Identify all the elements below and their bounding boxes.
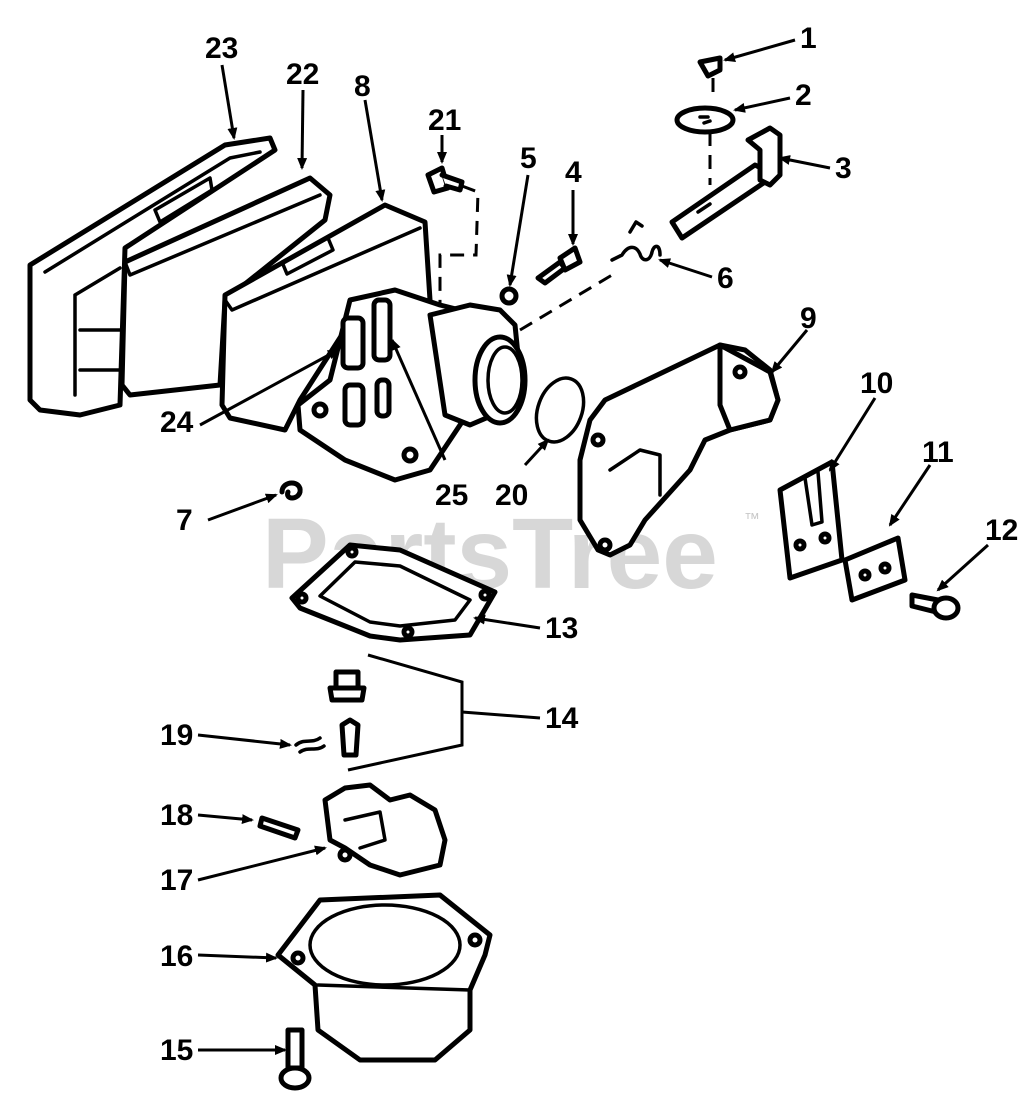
part-washer	[499, 286, 519, 306]
callout-3: 3	[835, 152, 852, 185]
callout-1: 1	[800, 22, 817, 55]
callout-21: 21	[428, 104, 461, 137]
callout-10: 10	[860, 367, 893, 400]
callout-25: 25	[435, 479, 468, 512]
part-throttle-shaft	[669, 125, 783, 241]
callout-24: 24	[160, 406, 194, 439]
callout-14: 14	[545, 702, 579, 735]
part-pin	[257, 815, 301, 841]
callout-12: 12	[985, 514, 1018, 547]
part-carburetor-body	[295, 287, 528, 483]
callout-22: 22	[286, 58, 319, 91]
callout-8: 8	[354, 70, 371, 103]
callout-6: 6	[717, 262, 734, 295]
part-screw-21	[425, 165, 480, 305]
part-throttle-plate	[674, 105, 736, 185]
callout-9: 9	[800, 302, 817, 335]
callout-labels: 1 2 3 4 5 6 7 8 9 10 11 12 13 14 15 16 1…	[160, 22, 1018, 1067]
part-float-bowl	[275, 892, 493, 1063]
callout-11: 11	[922, 436, 954, 469]
callout-13: 13	[545, 612, 578, 645]
callout-19: 19	[160, 719, 193, 752]
callout-18: 18	[160, 799, 193, 832]
callout-23: 23	[205, 32, 238, 65]
leader-lines	[197, 38, 990, 1055]
part-gasket-plate	[777, 459, 845, 581]
part-clip	[279, 480, 303, 501]
part-float	[322, 782, 448, 878]
callout-2: 2	[795, 79, 812, 112]
part-idle-screw	[535, 245, 583, 286]
part-adapter	[577, 342, 781, 558]
part-screw-1	[697, 55, 723, 98]
part-o-ring	[534, 376, 586, 444]
part-plate	[842, 535, 908, 603]
watermark-trademark: ™	[744, 511, 760, 528]
part-screw-12	[909, 592, 961, 621]
callout-7: 7	[176, 504, 193, 537]
callout-5: 5	[520, 142, 537, 175]
callout-4: 4	[565, 156, 582, 189]
part-spring	[519, 220, 662, 332]
part-gasket	[289, 542, 498, 643]
callout-17: 17	[160, 864, 193, 897]
callout-15: 15	[160, 1034, 193, 1067]
part-needle-seat	[327, 653, 464, 772]
part-clip-19	[294, 736, 326, 754]
part-bowl-screw	[278, 1027, 312, 1091]
callout-16: 16	[160, 940, 193, 973]
callout-20: 20	[495, 479, 528, 512]
